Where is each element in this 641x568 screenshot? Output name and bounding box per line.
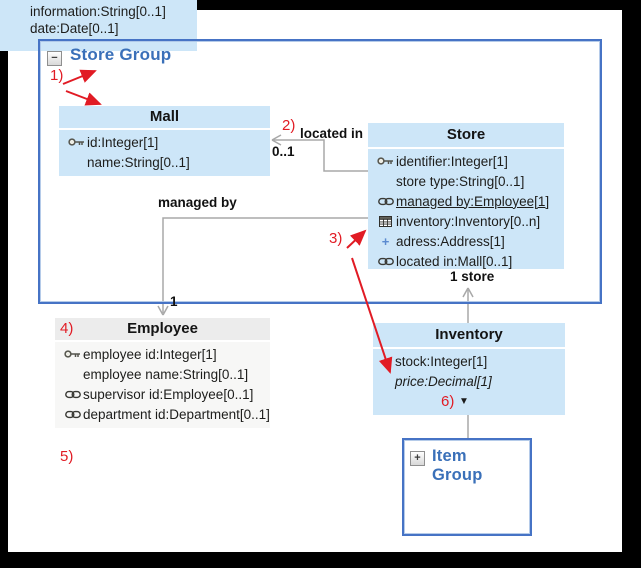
- attr-text: employee id:Integer[1]: [83, 346, 217, 362]
- attr-text: id:Integer[1]: [87, 134, 159, 150]
- attr-row-employee-name[interactable]: employee name:String[0..1]: [55, 364, 270, 384]
- attr-text: identifier:Integer[1]: [396, 153, 508, 169]
- attr-text: department id:Department[0..1]: [83, 406, 270, 422]
- edge-multiplicity-located-in: 0..1: [272, 144, 295, 159]
- attr-text: supervisor id:Employee[0..1]: [83, 386, 254, 402]
- class-store-body: identifier:Integer[1] store type:String[…: [368, 149, 564, 271]
- attr-row-inventory-price[interactable]: price:Decimal[1]: [373, 371, 565, 391]
- expand-toggle-icon[interactable]: +: [410, 451, 425, 466]
- annotation-6: 6): [441, 393, 455, 410]
- class-inventory-body: stock:Integer[1] price:Decimal[1]: [373, 349, 565, 391]
- attr-row-employee-id[interactable]: employee id:Integer[1]: [55, 344, 270, 364]
- annotation-4: 4): [60, 320, 74, 337]
- edge-label-located-in: located in: [300, 126, 364, 141]
- plus-icon: +: [381, 233, 390, 249]
- attr-row-employee-department[interactable]: department id:Department[0..1]: [55, 404, 270, 424]
- attr-text: name:String[0..1]: [87, 154, 190, 170]
- annotation-2: 2): [282, 117, 296, 134]
- attr-row-inventory-stock[interactable]: stock:Integer[1]: [373, 351, 565, 371]
- chain-link-icon: [62, 390, 83, 399]
- key-icon: [375, 156, 396, 166]
- class-employee-title[interactable]: Employee: [55, 318, 270, 342]
- attr-text: located in:Mall[0..1]: [396, 253, 513, 269]
- attr-text: inventory:Inventory[0..n]: [396, 213, 541, 229]
- chain-link-icon: [62, 410, 83, 419]
- attr-text: employee name:String[0..1]: [83, 366, 249, 382]
- attr-text: price:Decimal[1]: [395, 373, 492, 389]
- class-mall-title[interactable]: Mall: [59, 106, 270, 130]
- attr-row-store-identifier[interactable]: identifier:Integer[1]: [368, 151, 564, 171]
- attr-row-employee-supervisor[interactable]: supervisor id:Employee[0..1]: [55, 384, 270, 404]
- class-store[interactable]: Store identifier:Integer[1] store type:S…: [368, 123, 564, 269]
- key-icon: [66, 137, 87, 147]
- annotation-1: 1): [50, 67, 64, 84]
- note-box[interactable]: information:String[0..1] date:Date[0..1]: [0, 0, 197, 51]
- attr-text: store type:String[0..1]: [396, 173, 525, 189]
- note-line: date:Date[0..1]: [30, 21, 119, 36]
- annotation-3: 3): [329, 230, 343, 247]
- class-employee[interactable]: Employee employee id:Integer[1] employee…: [55, 318, 270, 428]
- collapse-toggle-icon[interactable]: −: [47, 51, 62, 66]
- store-group-title[interactable]: Store Group: [70, 45, 172, 64]
- edge-label-store-inventory: 1 store: [450, 269, 495, 284]
- attr-text: managed by:Employee[1]: [396, 193, 550, 209]
- table-icon: [375, 215, 396, 227]
- attr-row-store-managed-by[interactable]: managed by:Employee[1]: [368, 191, 564, 211]
- edge-label-managed-by: managed by: [158, 195, 237, 210]
- class-mall[interactable]: Mall id:Integer[1] name:String[0..1]: [59, 106, 270, 176]
- node-layer: − Store Group Mall id:Integer[1] name:St…: [0, 0, 602, 536]
- class-inventory[interactable]: Inventory stock:Integer[1] price:Decimal…: [373, 323, 565, 415]
- attr-row-store-type[interactable]: store type:String[0..1]: [368, 171, 564, 191]
- class-employee-body: employee id:Integer[1] employee name:Str…: [55, 342, 270, 424]
- attr-row-store-located-in[interactable]: located in:Mall[0..1]: [368, 251, 564, 271]
- dropdown-arrow-icon[interactable]: ▼: [459, 396, 469, 407]
- attr-row-mall-name[interactable]: name:String[0..1]: [59, 152, 270, 172]
- attr-text: adress:Address[1]: [396, 233, 505, 249]
- note-line: information:String[0..1]: [30, 4, 166, 19]
- attr-row-mall-id[interactable]: id:Integer[1]: [59, 132, 270, 152]
- attr-row-store-inventory[interactable]: inventory:Inventory[0..n]: [368, 211, 564, 231]
- edge-multiplicity-managed-by: 1: [170, 294, 178, 309]
- key-icon: [62, 349, 83, 359]
- attr-text: stock:Integer[1]: [395, 353, 488, 369]
- class-inventory-title[interactable]: Inventory: [373, 323, 565, 349]
- item-group-title[interactable]: Item Group: [432, 447, 483, 484]
- class-mall-body: id:Integer[1] name:String[0..1]: [59, 130, 270, 172]
- class-store-title[interactable]: Store: [368, 123, 564, 149]
- chain-link-icon: [375, 197, 396, 206]
- annotation-5: 5): [60, 448, 74, 465]
- chain-link-icon: [375, 257, 396, 266]
- attr-row-store-adress[interactable]: + adress:Address[1]: [368, 231, 564, 251]
